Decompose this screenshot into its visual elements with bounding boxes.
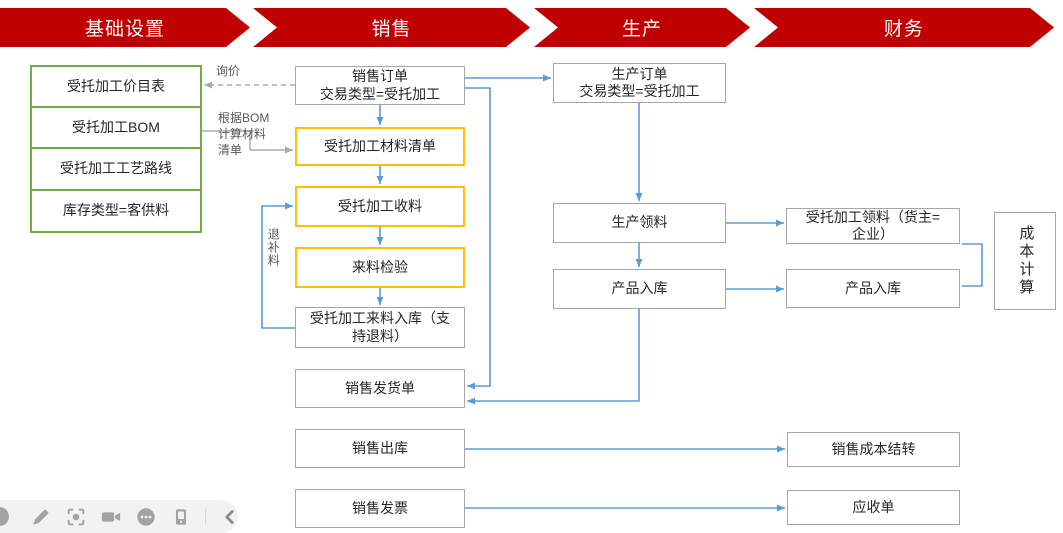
node-receiving: 受托加工收料 — [295, 186, 465, 227]
node-inspection: 来料检验 — [295, 247, 465, 288]
node-material-instock: 受托加工来料入库（支 持退料） — [295, 307, 465, 348]
banner-basic-setup: 基础设置 — [0, 8, 250, 47]
node-label: 受托加工价目表 — [67, 77, 165, 94]
node-label: 销售订单 交易类型=受托加工 — [319, 68, 441, 102]
node-receivable: 应收单 — [787, 490, 960, 525]
node-label: 受托加工领料（货主= 企业） — [805, 208, 941, 243]
node-product-instock-production: 产品入库 — [553, 269, 726, 309]
node-production-order: 生产订单 交易类型=受托加工 — [553, 63, 726, 103]
edge-label-return-refill: 退补料 — [266, 228, 281, 267]
banner-finance: 财务 — [754, 8, 1054, 47]
banner-label: 基础设置 — [84, 19, 165, 40]
node-price-list: 受托加工价目表 — [30, 65, 202, 108]
node-label: 受托加工来料入库（支 持退料） — [310, 310, 450, 344]
banner-label: 财务 — [883, 19, 924, 40]
banner-sales: 销售 — [253, 8, 530, 47]
node-label: 应收单 — [852, 498, 895, 515]
edge-salesorder-deliverynote — [465, 87, 491, 390]
presenter-toolbar — [0, 500, 238, 533]
node-routing: 受托加工工艺路线 — [30, 147, 202, 191]
node-inventory-type: 库存类型=客供料 — [30, 189, 202, 233]
edge-productinstock-deliverynote — [467, 309, 640, 405]
more-icon[interactable] — [135, 506, 157, 528]
node-bom: 受托加工BOM — [30, 106, 202, 149]
node-label: 受托加工工艺路线 — [60, 160, 172, 177]
node-label: 销售发货单 — [345, 379, 415, 396]
video-camera-icon[interactable] — [100, 506, 122, 528]
node-sales-invoice: 销售发票 — [295, 489, 465, 528]
partial-circle-icon — [0, 507, 9, 526]
banner-production: 生产 — [534, 8, 750, 47]
node-sales-cost-carryover: 销售成本结转 — [787, 432, 960, 467]
node-production-picking: 生产领料 — [553, 203, 726, 243]
node-label: 库存类型=客供料 — [62, 202, 170, 219]
node-label: 产品入库 — [845, 279, 901, 296]
banner-label: 生产 — [621, 19, 662, 40]
toolbar-divider — [205, 508, 206, 525]
node-label: 产品入库 — [611, 280, 668, 297]
node-product-instock-finance: 产品入库 — [786, 269, 960, 308]
node-delivery-note: 销售发货单 — [295, 369, 465, 408]
edge-label-bom-calc: 根据BOM 计算材料 清单 — [218, 111, 270, 158]
pen-icon[interactable] — [30, 506, 52, 528]
node-label: 成本计算 — [1017, 225, 1035, 297]
node-sales-outstock: 销售出库 — [295, 429, 465, 468]
node-label: 受托加工收料 — [338, 197, 422, 214]
node-label: 受托加工BOM — [72, 118, 160, 135]
node-consign-picking-finance: 受托加工领料（货主= 企业） — [786, 208, 960, 244]
node-label: 生产订单 交易类型=受托加工 — [579, 65, 700, 100]
mobile-remote-icon[interactable] — [170, 506, 192, 528]
node-sales-order: 销售订单 交易类型=受托加工 — [295, 66, 465, 105]
node-label: 销售成本结转 — [831, 440, 916, 457]
node-label: 生产领料 — [611, 214, 668, 231]
node-label: 销售出库 — [352, 439, 408, 456]
banner-label: 销售 — [371, 19, 412, 40]
edge-label-inquiry: 询价 — [216, 64, 241, 78]
node-label: 销售发票 — [352, 499, 408, 516]
collapse-left-icon[interactable] — [219, 506, 241, 528]
laser-pointer-icon[interactable] — [65, 506, 87, 528]
node-label: 来料检验 — [352, 258, 408, 275]
node-label: 受托加工材料清单 — [324, 137, 436, 154]
bracket-cost-calc — [962, 243, 983, 287]
node-cost-calc: 成本计算 — [994, 212, 1056, 310]
node-material-list: 受托加工材料清单 — [295, 127, 465, 166]
